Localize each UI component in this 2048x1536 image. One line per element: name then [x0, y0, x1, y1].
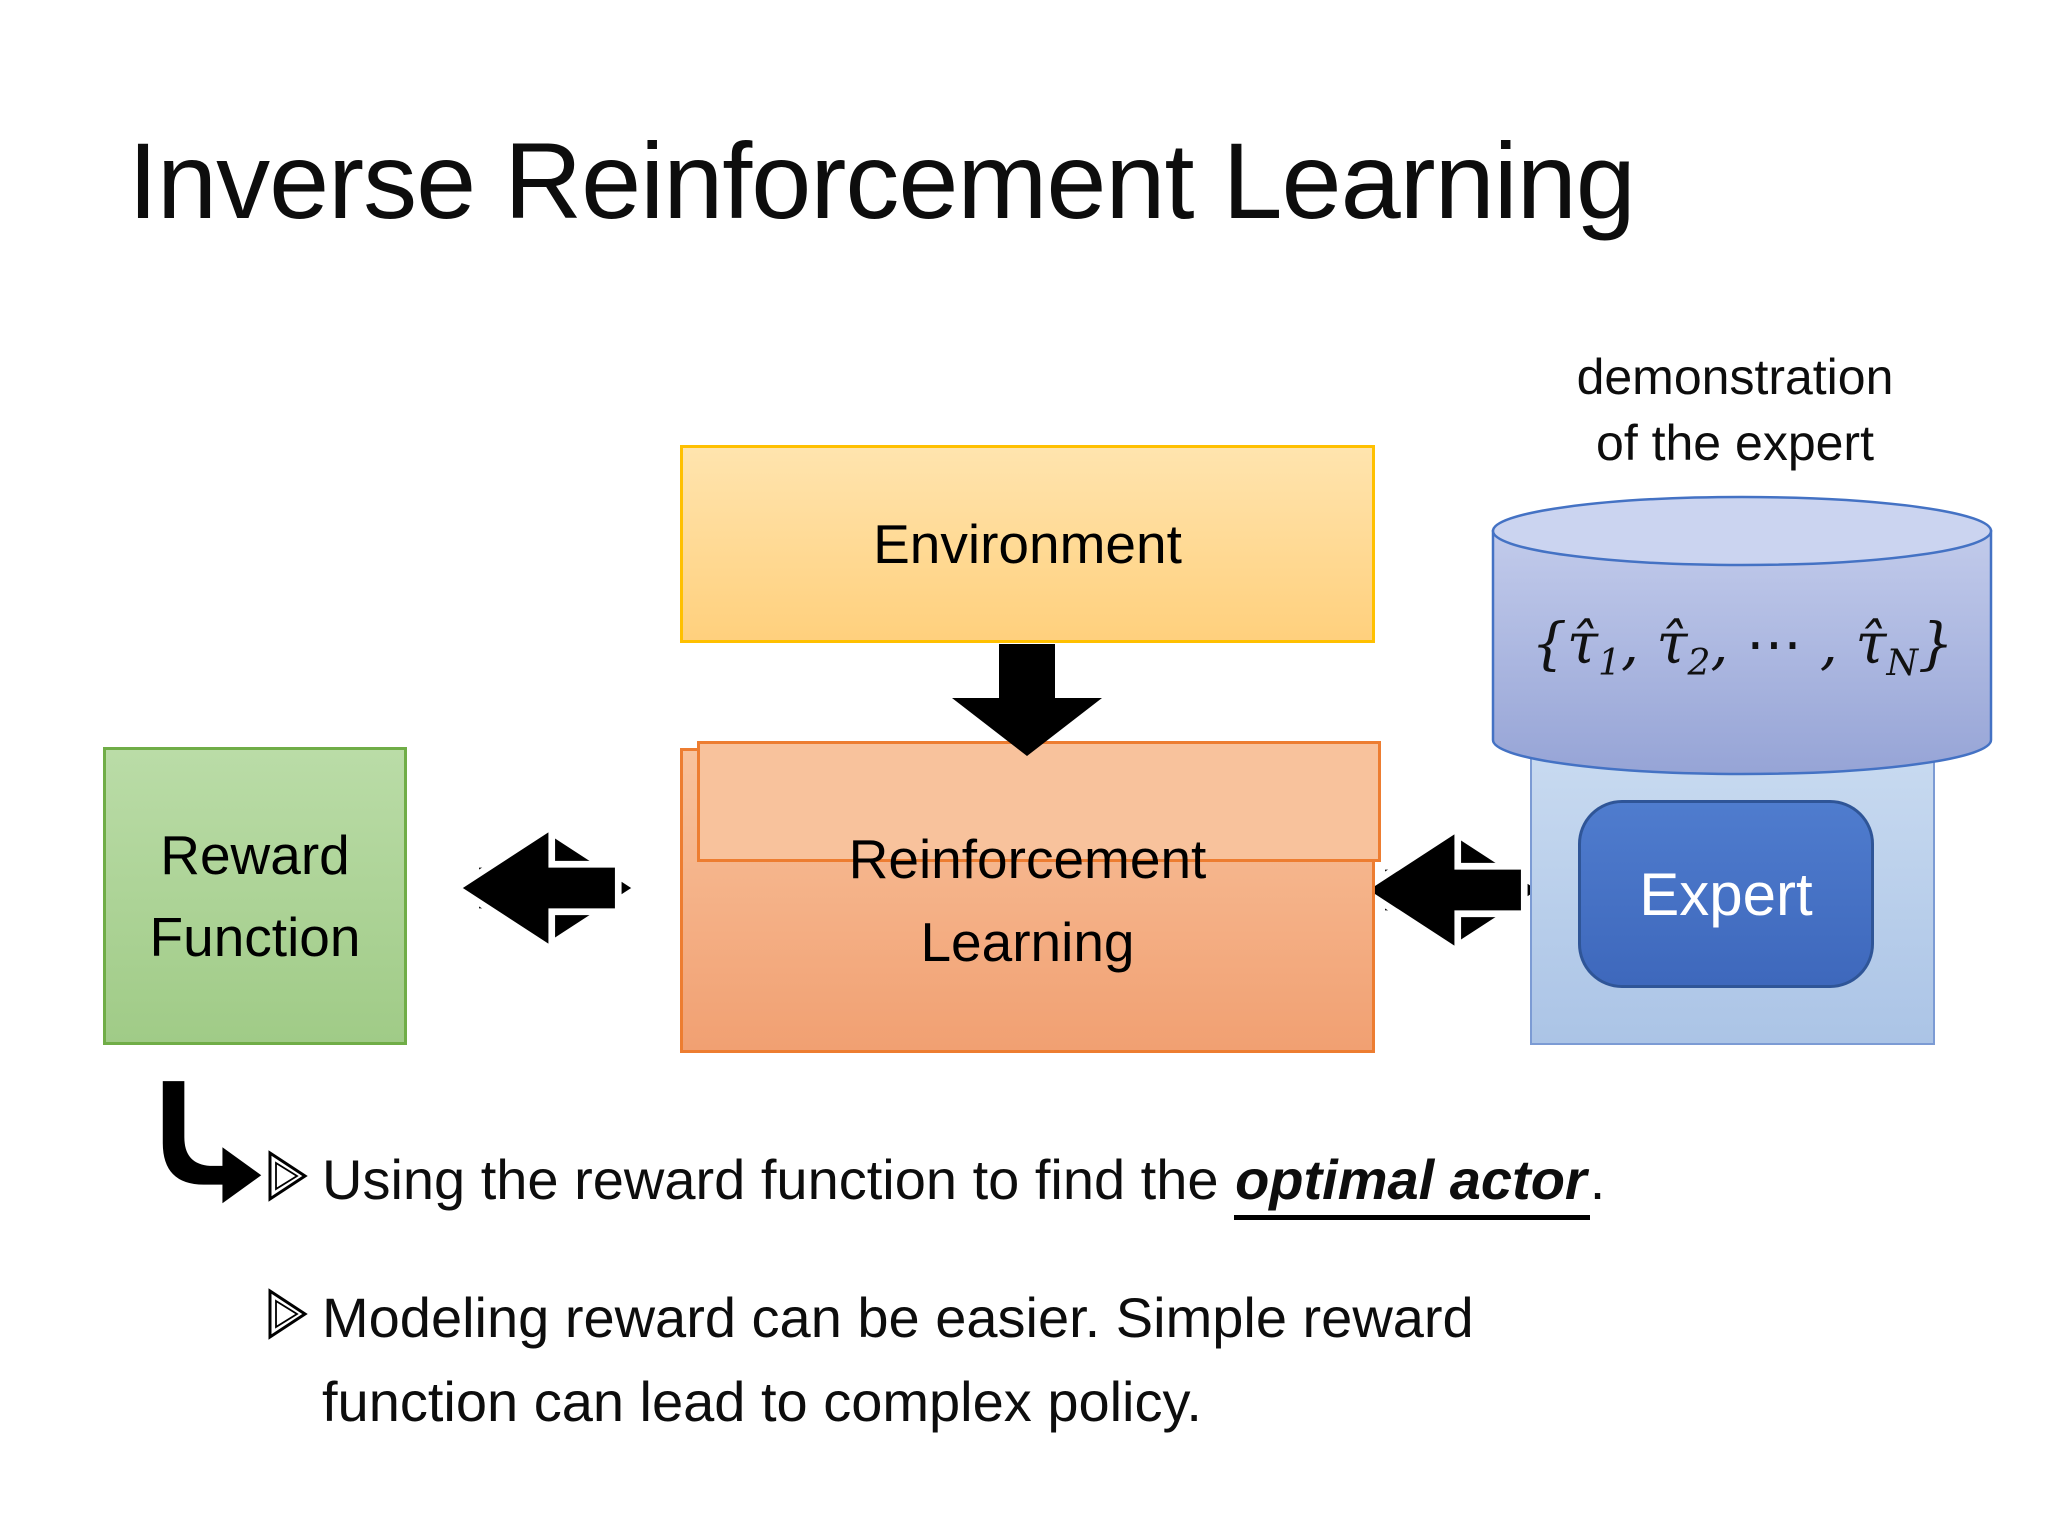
double-arrow-right-icon: [1358, 822, 1548, 958]
bullet-arrow-icon: [268, 1288, 308, 1340]
bullet-1-text: Using the reward function to find the op…: [322, 1138, 1605, 1222]
reinforcement-learning-label: Reinforcement Learning: [848, 828, 1207, 973]
expert-label: Expert: [1639, 860, 1813, 928]
environment-box: Environment: [680, 445, 1375, 643]
reward-function-label: Reward Function: [149, 823, 361, 969]
reinforcement-learning-box: Reinforcement Learning: [680, 741, 1381, 1053]
down-arrow-icon: [952, 644, 1102, 756]
demonstration-label-line2: of the expert: [1596, 415, 1874, 471]
bullet-1: Using the reward function to find the op…: [268, 1138, 1605, 1222]
bullet-2: Modeling reward can be easier. Simple re…: [268, 1276, 1474, 1444]
environment-label: Environment: [873, 512, 1182, 575]
slide-title: Inverse Reinforcement Learning: [128, 120, 1636, 241]
expert-button: Expert: [1578, 800, 1874, 988]
bent-arrow-icon: [162, 1081, 262, 1204]
trajectory-cylinder: [1491, 495, 1993, 776]
optimal-actor-emphasis: optimal actor: [1234, 1148, 1590, 1220]
bullet-arrow-icon: [268, 1150, 308, 1202]
trajectory-set-formula: {τ̂1, τ̂2, ⋯ , τ̂N}: [1531, 612, 1954, 685]
demonstration-label: demonstration of the expert: [1430, 344, 2040, 476]
demonstration-label-line1: demonstration: [1576, 349, 1894, 405]
double-arrow-left-icon: [452, 820, 642, 956]
bullet-2-text: Modeling reward can be easier. Simple re…: [322, 1286, 1474, 1433]
reward-function-box: Reward Function: [103, 747, 407, 1045]
